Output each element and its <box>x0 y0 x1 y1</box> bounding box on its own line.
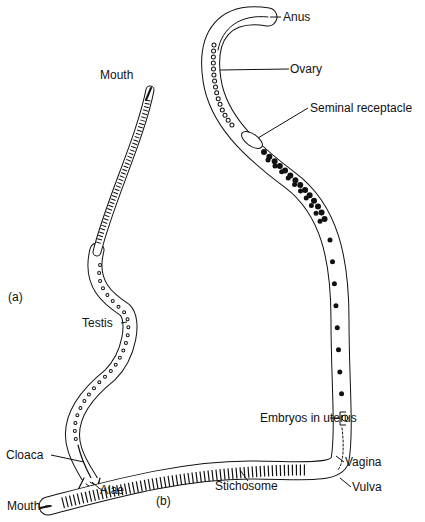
leader-lines <box>45 17 351 506</box>
part-label: Vagina <box>345 455 381 469</box>
part-label: Ovary <box>290 62 322 76</box>
part-label: Anus <box>283 10 310 24</box>
part-label: Stichosome <box>215 479 278 493</box>
part-label: Mouth <box>100 68 133 82</box>
part-label: Alae <box>100 483 124 497</box>
part-label: Cloaca <box>6 448 43 462</box>
part-label: (a) <box>8 290 23 304</box>
female-worm <box>40 16 348 508</box>
part-label: Vulva <box>352 480 382 494</box>
part-label: Embryos in uterus <box>260 411 357 425</box>
part-label: Seminal receptacle <box>310 101 412 115</box>
part-label: (b) <box>156 494 171 508</box>
part-label: Testis <box>82 316 113 330</box>
part-label: Mouth <box>7 499 40 513</box>
male-worm <box>72 88 151 492</box>
